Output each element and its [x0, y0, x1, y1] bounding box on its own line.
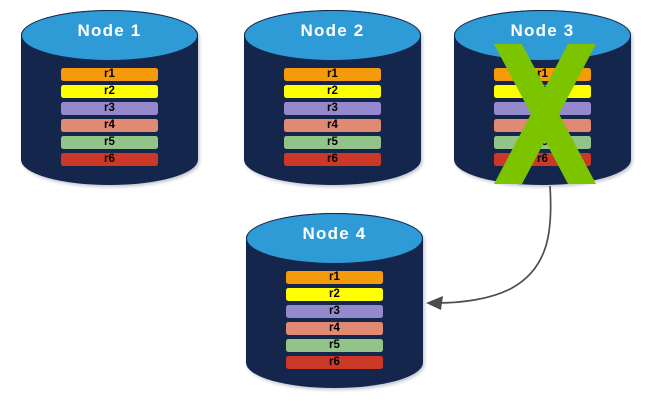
node-node3[interactable]: Node 3 r1 r2 r3 r4 r5 r6 [454, 10, 631, 185]
cylinder-top-node1 [21, 10, 198, 61]
node-title-node1: Node 1 [77, 21, 142, 41]
row-r4[interactable]: r4 [285, 322, 384, 335]
row-r1[interactable]: r1 [283, 68, 382, 81]
row-stack-node3: r1 r2 r3 r4 r5 r6 [454, 10, 631, 185]
row-r5[interactable]: r5 [283, 136, 382, 149]
row-r2[interactable]: r2 [283, 85, 382, 98]
row-r3[interactable]: r3 [283, 102, 382, 115]
row-r3[interactable]: r3 [285, 305, 384, 318]
arrow-path [436, 185, 552, 304]
arrow-head-icon [426, 296, 443, 310]
row-r3[interactable]: r3 [60, 102, 159, 115]
row-r6[interactable]: r6 [283, 153, 382, 166]
node-node1[interactable]: Node 1 r1 r2 r3 r4 r5 r6 [21, 10, 198, 185]
node-title-node3: Node 3 [510, 21, 575, 41]
row-r1[interactable]: r1 [493, 68, 592, 81]
row-r5[interactable]: r5 [285, 339, 384, 352]
row-r1[interactable]: r1 [60, 68, 159, 81]
row-r2[interactable]: r2 [60, 85, 159, 98]
row-stack-node2: r1 r2 r3 r4 r5 r6 [244, 10, 421, 185]
row-r2[interactable]: r2 [493, 85, 592, 98]
row-r5[interactable]: r5 [493, 136, 592, 149]
node-node4[interactable]: Node 4 r1 r2 r3 r4 r5 r6 [246, 213, 423, 388]
row-r6[interactable]: r6 [493, 153, 592, 166]
row-r6[interactable]: r6 [285, 356, 384, 369]
cylinder-top-node4 [246, 213, 423, 264]
row-r4[interactable]: r4 [493, 119, 592, 132]
cylinder-top-node2 [244, 10, 421, 61]
node-node2[interactable]: Node 2 r1 r2 r3 r4 r5 r6 [244, 10, 421, 185]
row-r3[interactable]: r3 [493, 102, 592, 115]
row-r4[interactable]: r4 [283, 119, 382, 132]
node-title-node2: Node 2 [300, 21, 365, 41]
row-stack-node4: r1 r2 r3 r4 r5 r6 [246, 213, 423, 388]
row-r1[interactable]: r1 [285, 271, 384, 284]
row-r5[interactable]: r5 [60, 136, 159, 149]
row-r2[interactable]: r2 [285, 288, 384, 301]
node-title-node4: Node 4 [302, 224, 367, 244]
row-r4[interactable]: r4 [60, 119, 159, 132]
row-r6[interactable]: r6 [60, 153, 159, 166]
row-stack-node1: r1 r2 r3 r4 r5 r6 [21, 10, 198, 185]
